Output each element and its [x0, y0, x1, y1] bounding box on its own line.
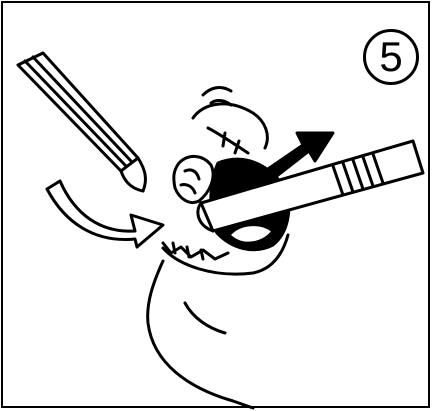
gum-tissue	[174, 156, 213, 202]
step-number-badge: 5	[363, 29, 419, 85]
neck-line	[185, 303, 225, 333]
curved-arrow-icon	[47, 181, 163, 247]
nostril-line	[203, 88, 231, 95]
step-number: 5	[379, 36, 402, 78]
upper-teeth	[208, 128, 248, 153]
chin-outline	[148, 261, 253, 408]
tooth-detail	[181, 170, 199, 193]
